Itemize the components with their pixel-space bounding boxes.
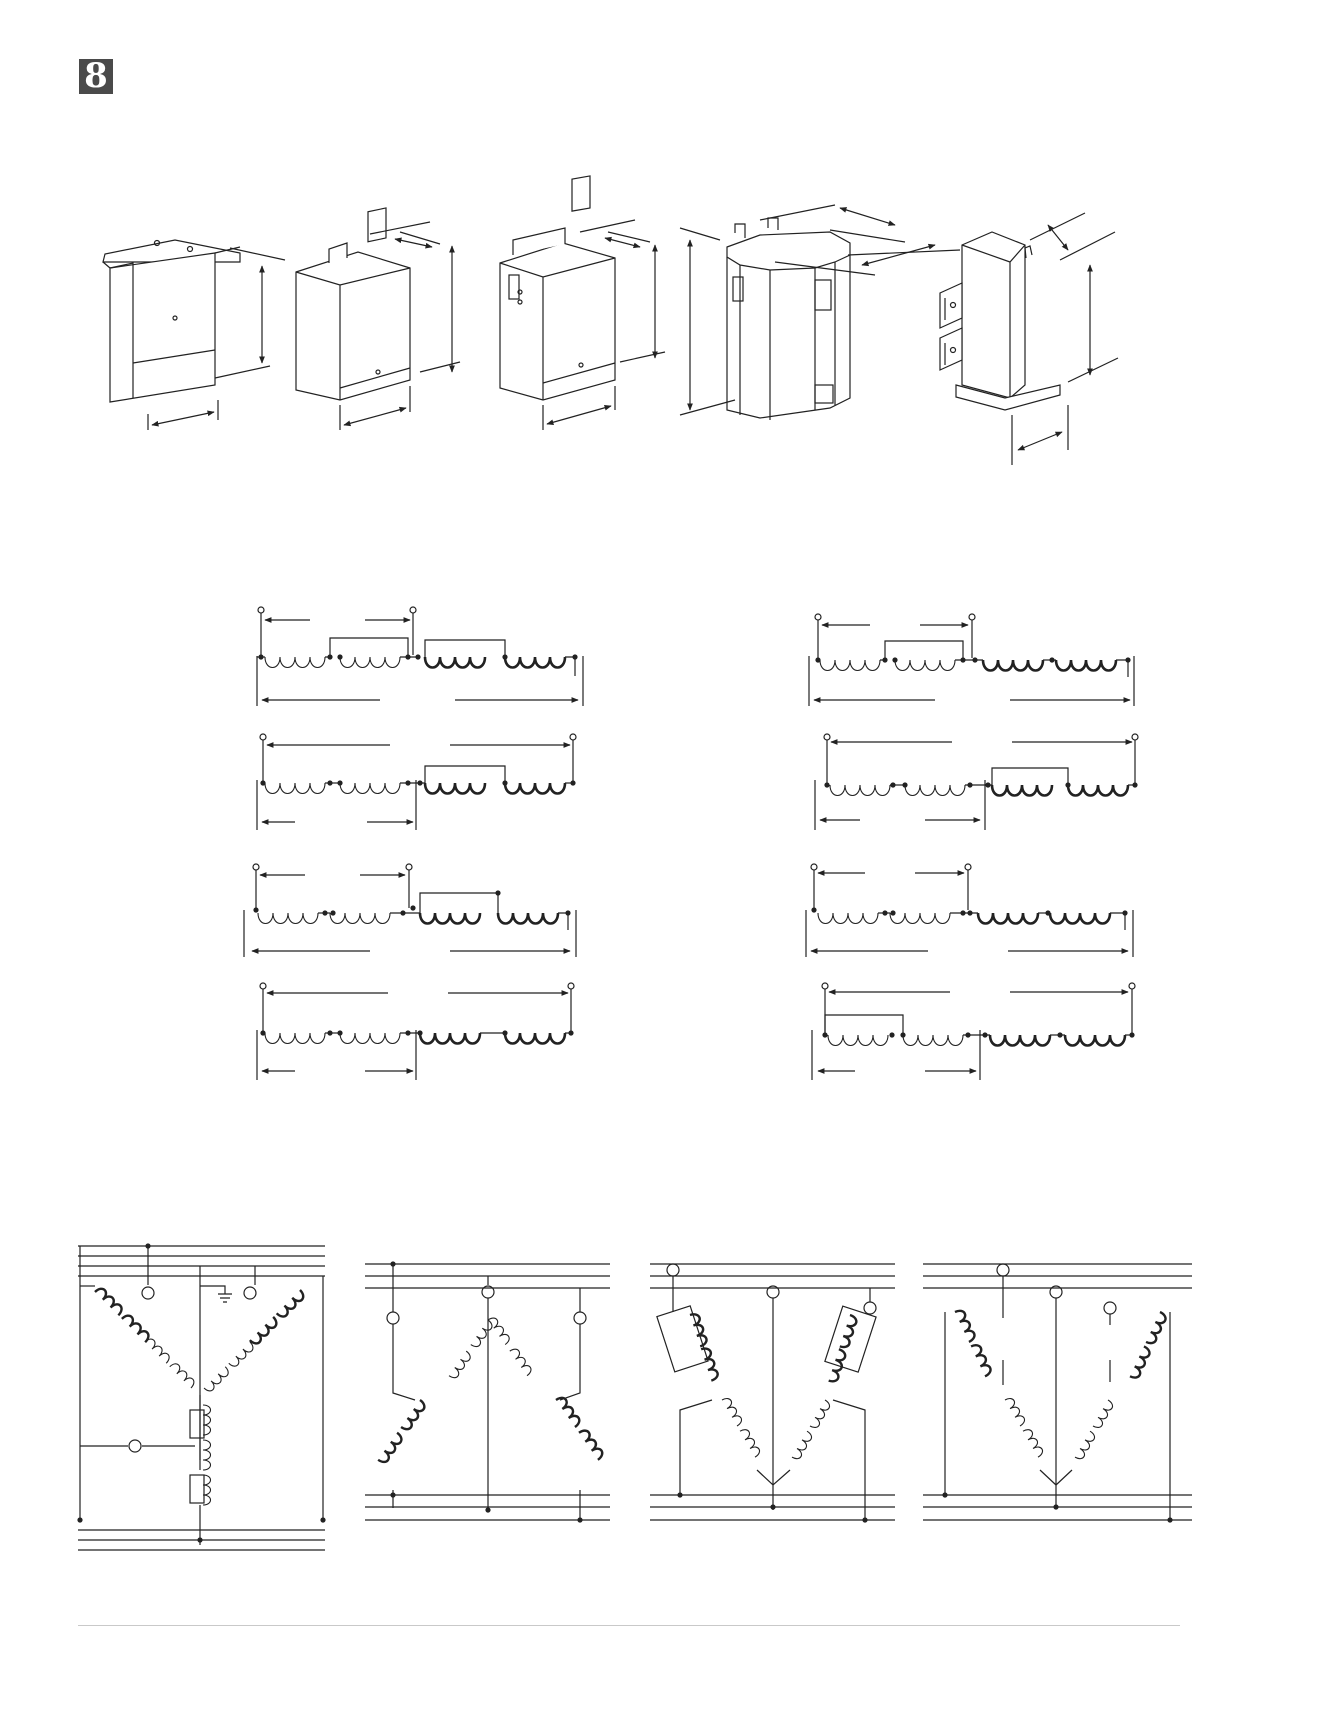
winding-diagram-7 — [805, 863, 1134, 957]
winding-diagram-1 — [256, 606, 584, 706]
enclosure-5 — [939, 212, 1119, 465]
connection-diagram-3 — [650, 1263, 895, 1523]
winding-diagram-8 — [811, 982, 1136, 1080]
enclosure-4 — [679, 204, 961, 420]
connection-diagram-1 — [77, 1243, 326, 1551]
footer-divider — [78, 1625, 1180, 1626]
enclosure-3 — [499, 175, 666, 430]
connection-diagram-2 — [365, 1261, 610, 1523]
brand-logo: 8 — [79, 59, 113, 94]
winding-diagram-2 — [256, 733, 577, 830]
winding-diagram-6 — [814, 733, 1139, 830]
winding-diagram-3 — [243, 863, 577, 957]
enclosure-2 — [295, 207, 461, 430]
enclosure-1 — [102, 239, 286, 430]
connection-diagram-4 — [923, 1263, 1192, 1523]
winding-diagram-4 — [256, 982, 575, 1080]
winding-diagram-5 — [808, 613, 1135, 706]
